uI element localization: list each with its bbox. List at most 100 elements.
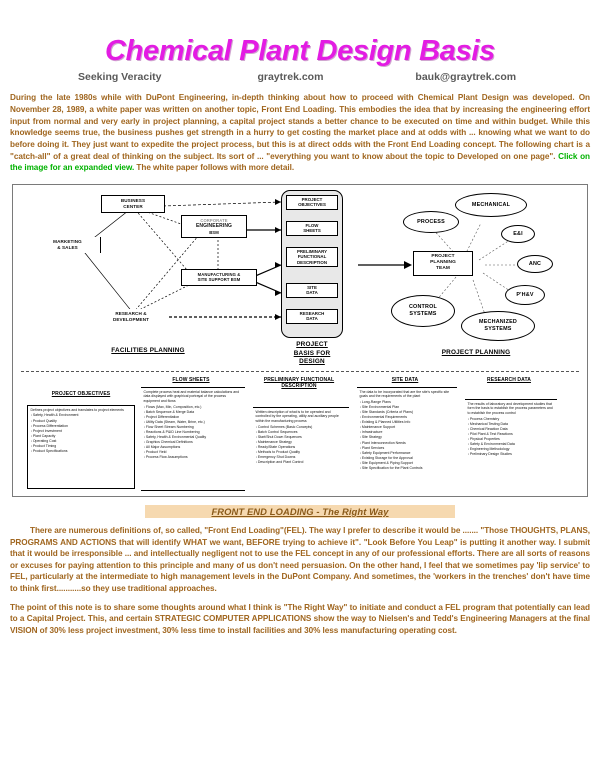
ellipse-process[interactable]: PROCESS: [403, 210, 459, 233]
list-item: Physical Properties: [468, 437, 555, 442]
list-item: Site Equipment & Piping Support: [360, 461, 455, 466]
stack-objectives-line1: PROJECT: [301, 196, 323, 202]
ellipse-phv-label: P'H&V: [516, 291, 534, 298]
byline-author: Seeking Veracity: [78, 71, 162, 84]
table-lead-research-data: The results of laboratory and developmen…: [467, 401, 553, 416]
node-manufacturing-line2: SITE SUPPORT BSM: [197, 277, 241, 283]
stack-flow-line1: FLOW: [305, 222, 319, 228]
list-item: Start/Shut Down Sequences: [256, 435, 347, 440]
list-item: Product Yield: [144, 450, 243, 455]
list-item: Control Schemes (Basic Concepts): [256, 425, 347, 430]
ellipse-ph-and-v[interactable]: P'H&V: [505, 284, 545, 305]
ellipse-mechanized-systems[interactable]: MECHANIZED SYSTEMS: [461, 310, 535, 341]
node-business-center-line2: CENTER: [123, 203, 143, 209]
node-corporate-engineering[interactable]: CORPORATE ENGINEERING BSM: [181, 214, 247, 239]
list-item: Description and Plant Control: [256, 460, 347, 465]
intro-text: During the late 1980s while with DuPont …: [10, 93, 590, 161]
stack-site-data[interactable]: SITE DATA: [286, 282, 338, 298]
ellipse-control-systems[interactable]: CONTROL SYSTEMS: [391, 294, 455, 327]
list-item: Long-Range Plans: [360, 400, 455, 405]
ellipse-anc[interactable]: ANC: [517, 254, 553, 273]
table-title-research-data: RESEARCH DATA: [487, 376, 531, 383]
stack-pfd-line1: PRELIMINARY: [296, 248, 328, 254]
table-research-data: The results of laboratory and developmen…: [465, 398, 557, 491]
intro-link[interactable]: Click on the image for an expanded view.: [10, 151, 590, 173]
list-item: Project Differentiation: [144, 415, 243, 420]
list-item: Site Specification for the Plant Control…: [360, 466, 455, 471]
table-lead-pfd: Written description of what is to be ope…: [255, 409, 339, 424]
stack-project-objectives[interactable]: PROJECT OBJECTIVES: [286, 194, 338, 210]
list-item: All Major Assumptions: [144, 445, 243, 450]
ellipse-mechanical[interactable]: MECHANICAL: [455, 192, 527, 217]
list-item: Safety, Health & Environmental Quality: [144, 435, 243, 440]
list-item: Emergency Shut Downs: [256, 455, 347, 460]
intro-tail: The white paper follows with more detail…: [134, 163, 295, 173]
list-item: Safety, Health & Environment: [31, 413, 132, 418]
byline-website: graytrek.com: [257, 71, 324, 84]
node-research-development[interactable]: RESEARCH & DEVELOPMENT: [95, 308, 167, 325]
list-item: Product Specifications: [31, 449, 132, 454]
stack-research-line1: RESEARCH: [299, 310, 325, 316]
list-item: Plant Interconnection Needs: [360, 441, 455, 446]
table-title-project-objectives: PROJECT OBJECTIVES: [51, 390, 111, 397]
diagram-divider: [21, 370, 579, 372]
list-item: Batch Sequence & Merge Data: [144, 410, 243, 415]
ellipse-ei-label: E&I: [513, 230, 523, 237]
ellipse-e-and-i[interactable]: E&I: [501, 224, 535, 243]
stack-site-line1: SITE: [307, 284, 317, 290]
list-item: Graphics Chemical Definitions: [144, 440, 243, 445]
stack-flow-sheets[interactable]: FLOW SHEETS: [286, 220, 338, 236]
list-item: Operating Cost: [31, 439, 132, 444]
table-list-site-data: Long-Range Plans Site Environmental Plan…: [360, 400, 455, 471]
list-item: Process Chemistry: [468, 417, 555, 422]
stack-pfd-line3: DESCRIPTION: [296, 259, 327, 265]
list-item: Safety Equipment Performance: [360, 451, 455, 456]
node-business-center-line1: BUSINESS: [120, 197, 146, 203]
stack-pfd-line2: FUNCTIONAL: [297, 254, 327, 260]
table-lead-site-data: The data to be incorporated that are the…: [359, 389, 450, 399]
node-marketing-line2: & SALES: [57, 244, 78, 250]
section-paragraph-1: There are numerous definitions of, so ca…: [10, 525, 590, 594]
facilities-planning-label: FACILITIES PLANNING: [111, 346, 185, 354]
basis-label-line3: DESIGN: [299, 358, 325, 366]
list-item: Infrastructure: [360, 430, 455, 435]
node-engineering-line1: CORPORATE: [200, 217, 228, 223]
section-heading-front-end-loading: FRONT END LOADING - The Right Way: [145, 504, 455, 518]
list-item: Existing Storage for the Approval: [360, 456, 455, 461]
list-item: Process Flow Assumptions: [144, 455, 243, 460]
node-engineering-line2: ENGINEERING: [195, 223, 233, 230]
table-title-site-data: SITE DATA: [391, 376, 419, 383]
list-item: Utility Data (Steam, Water, Brine, etc.): [144, 420, 243, 425]
ellipse-control-label: CONTROL SYSTEMS: [408, 304, 438, 317]
design-basis-diagram[interactable]: BUSINESS CENTER MARKETING & SALES CORPOR…: [12, 183, 588, 497]
node-manufacturing-line1: MANUFACTURING &: [197, 271, 241, 277]
node-manufacturing-site[interactable]: MANUFACTURING & SITE SUPPORT BSM: [181, 268, 257, 286]
table-list-research-data: Process Chemistry Mechanical Testing Dat…: [468, 417, 555, 458]
stack-research-data[interactable]: RESEARCH DATA: [286, 308, 338, 324]
list-item: Batch Control Sequences: [256, 430, 347, 435]
list-item: Preliminary Design Studies: [468, 452, 555, 457]
section-paragraph-2: The point of this note is to share some …: [10, 602, 590, 636]
list-item: Plant Services: [360, 446, 455, 451]
node-business-center[interactable]: BUSINESS CENTER: [101, 194, 165, 213]
stack-site-line2: DATA: [306, 290, 318, 296]
list-item: Environmental Requirements: [360, 415, 455, 420]
ellipse-process-label: PROCESS: [417, 218, 445, 225]
planning-team-line3: TEAM: [436, 266, 450, 272]
list-item: Product Quality: [31, 419, 132, 424]
list-item: Safety & Environmental Data: [468, 442, 555, 447]
node-marketing-sales[interactable]: MARKETING & SALES: [35, 236, 101, 253]
list-item: Ready/State Operations: [256, 445, 347, 450]
planning-team-line2: PLANNING: [430, 260, 456, 266]
stack-objectives-line2: OBJECTIVES: [298, 202, 326, 208]
node-project-planning-team[interactable]: PROJECT PLANNING TEAM: [413, 250, 473, 276]
list-item: Chemical Reaction Data: [468, 427, 555, 432]
stack-preliminary-functional-description[interactable]: PRELIMINARY FUNCTIONAL DESCRIPTION: [286, 246, 338, 268]
table-preliminary-functional-description: Written description of what is to be ope…: [253, 406, 349, 491]
list-item: Process Differentiation: [31, 424, 132, 429]
page-title: Chemical Plant Design Basis: [105, 35, 495, 67]
stack-research-line2: DATA: [306, 316, 318, 322]
table-lead-project-objectives: Defines project objectives and translate…: [30, 407, 124, 412]
list-item: Existing & Planned Utilities Info: [360, 420, 455, 425]
list-item: Site Environmental Plan: [360, 405, 455, 410]
